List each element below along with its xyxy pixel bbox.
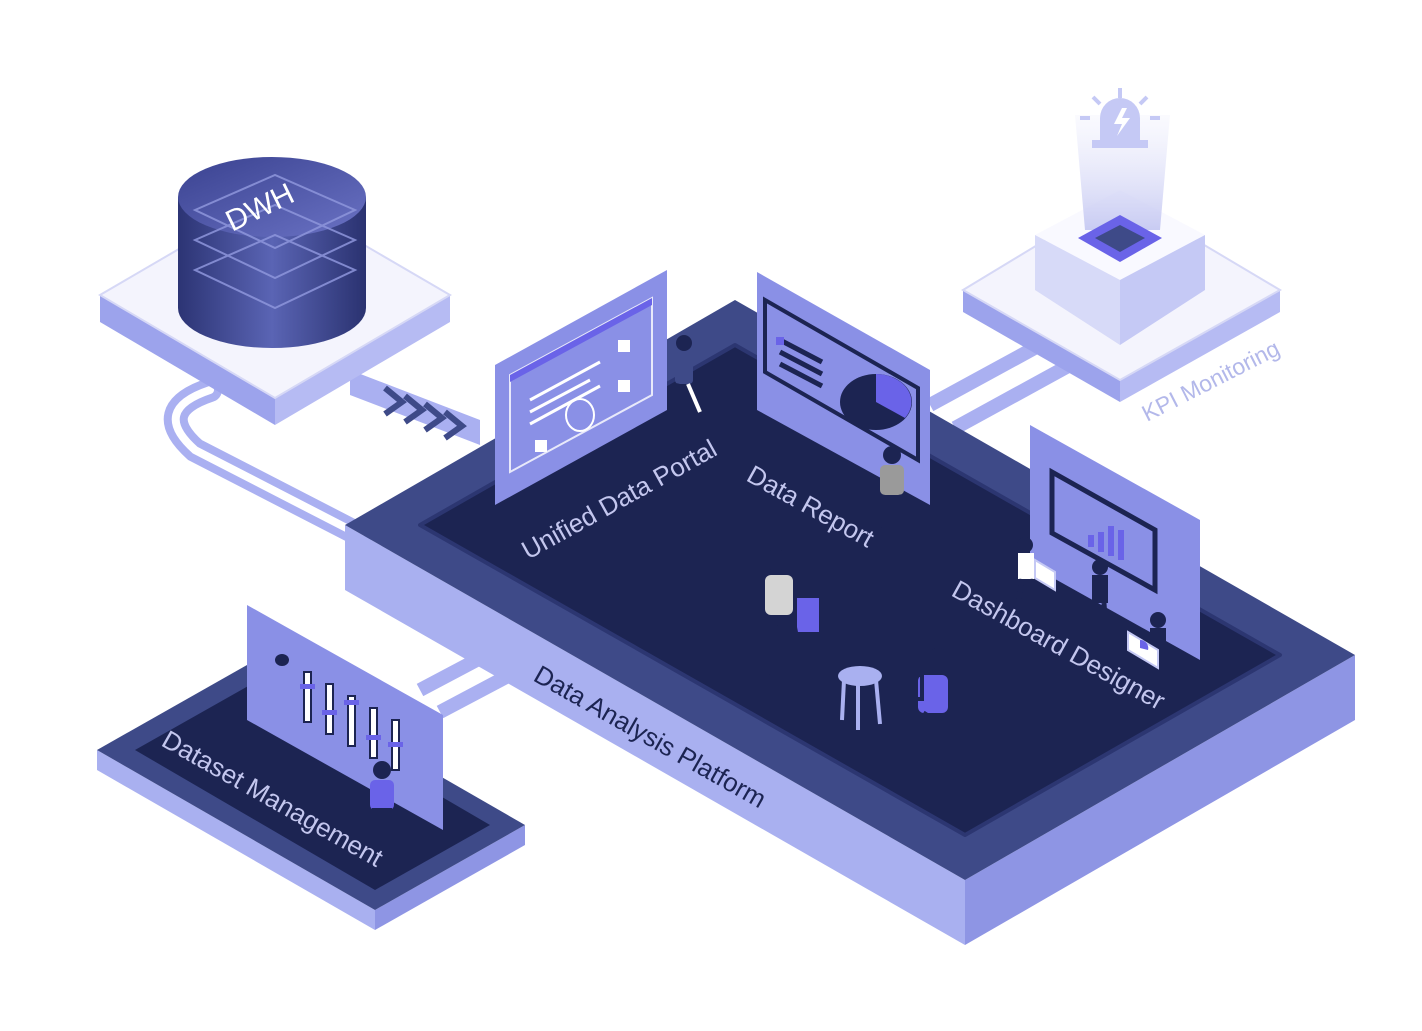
report-panel: [757, 272, 930, 505]
platform-dataset: [97, 665, 525, 930]
person-sitting-right: [890, 648, 954, 781]
person-report: [880, 446, 908, 531]
dataset-panel: [247, 605, 443, 830]
alarm-light-icon: [1080, 88, 1160, 148]
slider-controls-icon: [275, 654, 403, 771]
connector-kpi: [926, 338, 1074, 435]
portal-panel: [495, 270, 667, 505]
person-sitting-left: [765, 549, 819, 691]
portal-screen-icon: [509, 296, 653, 474]
dwh-node: DWH: [98, 157, 452, 425]
dwh-rack-icon: [192, 173, 358, 310]
report-screen-icon: [763, 296, 920, 464]
person-portal: [665, 335, 702, 433]
stool: [838, 666, 882, 730]
person-dashboard-2: [1091, 559, 1109, 636]
kpi-node: KPI Monitoring: [961, 88, 1284, 426]
dashboard-panel: [1030, 425, 1200, 660]
dashboard-screen-icon: [1049, 467, 1158, 595]
connector-dwh: [163, 378, 372, 547]
person-dashboard-1: [1015, 537, 1056, 611]
connector-dwh-arrows: [350, 370, 480, 445]
person-dashboard-3: [1127, 612, 1166, 682]
person-dataset: [370, 761, 394, 851]
